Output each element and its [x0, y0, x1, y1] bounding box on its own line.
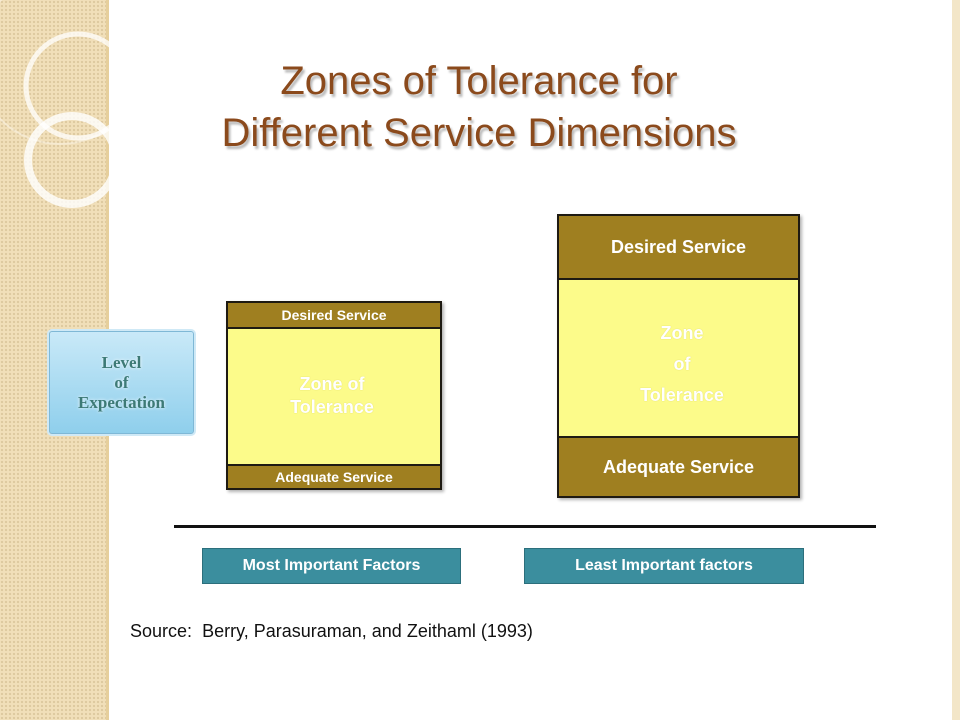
source-text: Berry, Parasuraman, and Zeithaml (1993)	[202, 621, 533, 641]
wide-zone-line-1: Zone	[660, 323, 704, 343]
least-important-factors-label: Least Important factors	[524, 548, 804, 584]
level-line-1: Level	[101, 352, 142, 372]
narrow-zone-line-2: Tolerance	[290, 397, 374, 417]
narrow-adequate-service-label: Adequate Service	[228, 464, 440, 488]
wide-zone-line-3: Tolerance	[640, 385, 724, 405]
wide-adequate-service-label: Adequate Service	[559, 436, 798, 496]
title-line-2: Different Service Dimensions	[221, 111, 737, 155]
most-important-factors-label: Most Important Factors	[202, 548, 461, 584]
source-prefix: Source:	[130, 621, 193, 641]
narrow-zone-of-tolerance: Desired Service Zone of Tolerance Adequa…	[226, 301, 442, 490]
wide-zone-of-tolerance: Desired Service Zone of Tolerance Adequa…	[557, 214, 800, 498]
wide-zone-label: Zone of Tolerance	[607, 318, 757, 411]
title-line-1: Zones of Tolerance for	[280, 59, 678, 103]
wide-desired-service-label: Desired Service	[559, 216, 798, 280]
narrow-zone-label: Zone of Tolerance	[252, 373, 412, 419]
decorative-right-strip	[952, 0, 960, 720]
narrow-desired-service-label: Desired Service	[228, 303, 440, 329]
baseline-divider	[174, 525, 876, 528]
wide-zone-line-2: of	[673, 354, 691, 374]
level-line-3: Expectation	[78, 392, 165, 412]
decorative-circles	[0, 0, 145, 208]
slide-title: Zones of Tolerance for Different Service…	[109, 55, 849, 159]
level-line-2: of	[114, 372, 129, 392]
source-citation: Source: Berry, Parasuraman, and Zeithaml…	[130, 621, 533, 642]
level-of-expectation-box: Level of Expectation	[49, 331, 194, 434]
narrow-zone-line-1: Zone of	[299, 374, 365, 394]
